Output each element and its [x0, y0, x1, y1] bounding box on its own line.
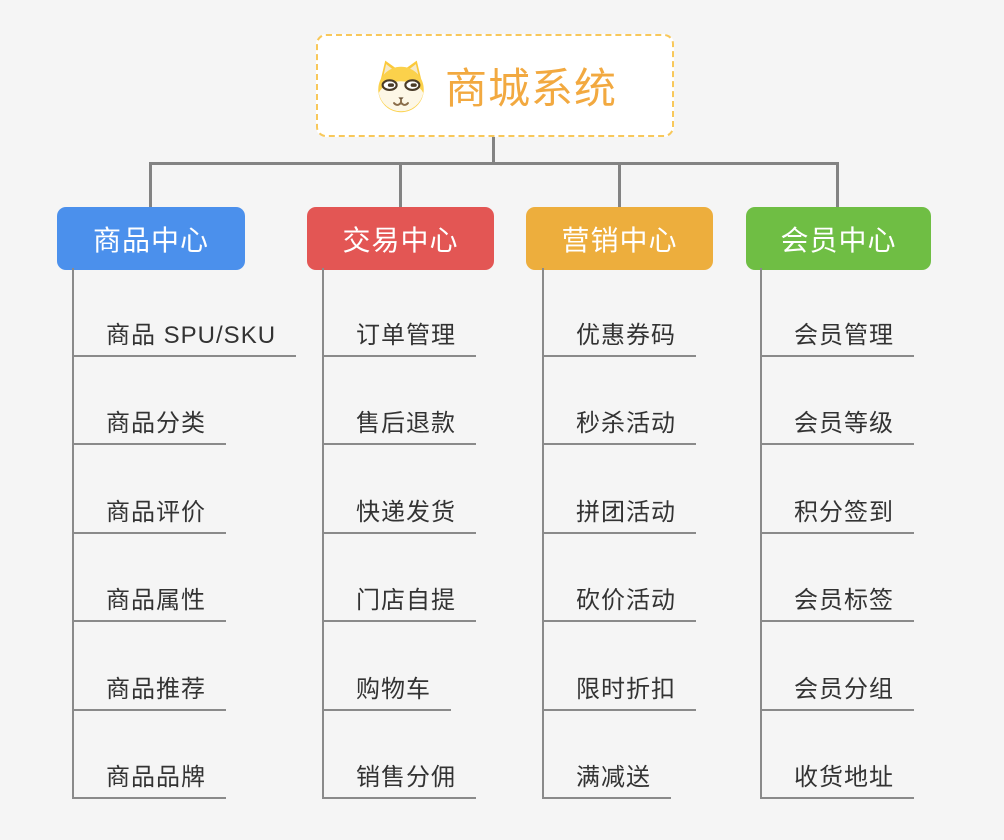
- sub-item[interactable]: 秒杀活动: [544, 357, 696, 445]
- sub-item-label: 订单管理: [356, 321, 456, 349]
- sub-item-label: 积分签到: [794, 498, 894, 526]
- sub-item-label: 收货地址: [794, 764, 894, 791]
- sub-item[interactable]: 售后退款: [324, 357, 476, 445]
- root-node[interactable]: 商城系统: [316, 34, 674, 137]
- branch-node-members[interactable]: 会员中心: [746, 207, 931, 270]
- connector-drop-1: [149, 162, 152, 207]
- sub-item-label: 商品分类: [106, 410, 206, 437]
- sub-item-label: 销售分佣: [356, 764, 456, 791]
- sub-item[interactable]: 会员标签: [762, 534, 914, 622]
- sub-item[interactable]: 优惠券码: [544, 268, 696, 357]
- sub-item[interactable]: 订单管理: [324, 268, 476, 357]
- root-title: 商城系统: [444, 65, 617, 112]
- sub-item-label: 商品属性: [106, 587, 206, 614]
- branch-node-products[interactable]: 商品中心: [57, 207, 245, 270]
- branch-label: 交易中心: [342, 224, 459, 256]
- subtree-marketing: 优惠券码 秒杀活动 拼团活动 砍价活动 限时折扣 满减送: [542, 268, 696, 799]
- connector-drop-2: [399, 162, 402, 207]
- sub-item-label: 购物车: [356, 675, 431, 703]
- sub-item-label: 砍价活动: [576, 587, 676, 614]
- sub-item-label: 会员标签: [794, 587, 894, 614]
- sub-item-label: 商品品牌: [106, 764, 206, 791]
- connector-drop-3: [618, 162, 621, 207]
- sub-item[interactable]: 砍价活动: [544, 534, 696, 622]
- subtree-trade: 订单管理 售后退款 快递发货 门店自提 购物车 销售分佣: [322, 268, 476, 799]
- sub-item[interactable]: 门店自提: [324, 534, 476, 622]
- sub-item[interactable]: 商品分类: [74, 357, 226, 445]
- branch-label: 商品中心: [92, 224, 209, 256]
- connector-bus: [149, 162, 839, 165]
- sub-item[interactable]: 满减送: [544, 711, 671, 799]
- sub-item[interactable]: 收货地址: [762, 711, 914, 799]
- sub-item-label: 限时折扣: [576, 675, 676, 703]
- sub-item-label: 商品 SPU/SKU: [106, 321, 277, 349]
- sub-item-label: 商品推荐: [106, 675, 206, 703]
- sub-item[interactable]: 会员管理: [762, 268, 914, 357]
- branch-node-marketing[interactable]: 营销中心: [526, 207, 713, 270]
- sub-item-label: 售后退款: [356, 410, 456, 437]
- sub-item[interactable]: 限时折扣: [544, 622, 696, 711]
- shiba-dog-icon: [378, 60, 424, 112]
- sub-item-label: 满减送: [576, 764, 651, 791]
- sub-item-label: 商品评价: [106, 498, 206, 526]
- sub-item-label: 秒杀活动: [576, 410, 676, 437]
- sub-item[interactable]: 商品属性: [74, 534, 226, 622]
- sub-item-label: 快递发货: [356, 498, 456, 526]
- sub-item-label: 会员管理: [794, 321, 894, 349]
- connector-root-stub: [492, 137, 495, 164]
- subtree-members: 会员管理 会员等级 积分签到 会员标签 会员分组 收货地址: [760, 268, 914, 799]
- branch-label: 会员中心: [780, 224, 897, 256]
- sub-item[interactable]: 商品 SPU/SKU: [74, 268, 297, 357]
- sub-item-label: 门店自提: [356, 587, 456, 614]
- sub-item[interactable]: 商品评价: [74, 445, 226, 534]
- sub-item[interactable]: 会员分组: [762, 622, 914, 711]
- sub-item[interactable]: 会员等级: [762, 357, 914, 445]
- sub-item[interactable]: 积分签到: [762, 445, 914, 534]
- branch-label: 营销中心: [561, 224, 678, 256]
- sub-item-label: 优惠券码: [576, 321, 676, 349]
- sub-item[interactable]: 快递发货: [324, 445, 476, 534]
- sub-item[interactable]: 商品推荐: [74, 622, 226, 711]
- sub-item-label: 拼团活动: [576, 498, 676, 526]
- sub-item[interactable]: 拼团活动: [544, 445, 696, 534]
- sub-item[interactable]: 销售分佣: [324, 711, 476, 799]
- subtree-products: 商品 SPU/SKU 商品分类 商品评价 商品属性 商品推荐 商品品牌: [72, 268, 297, 799]
- branch-node-trade[interactable]: 交易中心: [307, 207, 494, 270]
- connector-drop-4: [836, 162, 839, 207]
- sub-item-label: 会员分组: [794, 675, 894, 703]
- sub-item[interactable]: 商品品牌: [74, 711, 226, 799]
- sub-item-label: 会员等级: [794, 410, 894, 437]
- sub-item[interactable]: 购物车: [324, 622, 451, 711]
